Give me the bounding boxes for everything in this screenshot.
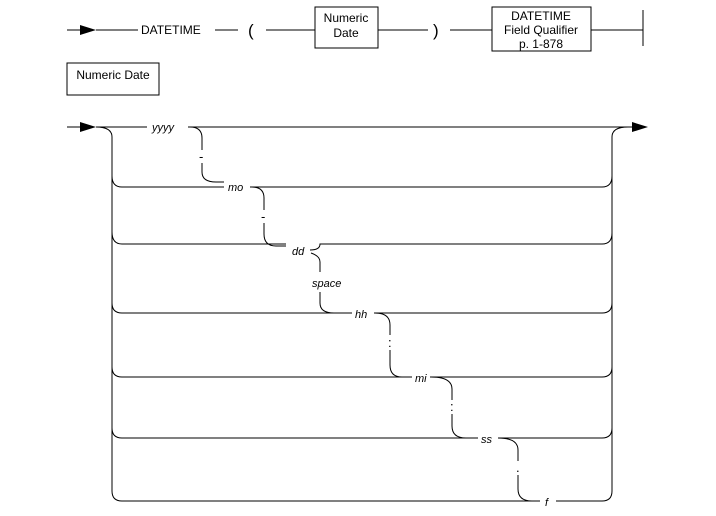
token-yyyy: yyyy xyxy=(151,122,176,134)
token-hh: hh xyxy=(355,309,367,321)
numeric-date-ref-line2: Date xyxy=(333,26,359,40)
separator-dash-1: - xyxy=(199,149,203,164)
token-ss: ss xyxy=(481,434,493,446)
datetime-syntax-line: DATETIME ( Numeric Date ) DATETIME Field… xyxy=(67,6,644,52)
open-paren: ( xyxy=(248,21,254,40)
start-arrow-icon xyxy=(80,25,96,35)
numeric-date-railroad: yyyy - mo - dd space hh : mi : ss . f xyxy=(67,122,648,509)
entry-arrow-icon xyxy=(80,122,96,132)
svg-text:Numeric Date: Numeric Date xyxy=(76,68,150,82)
separator-dot: . xyxy=(516,460,520,475)
qualifier-line1: DATETIME xyxy=(511,9,571,23)
token-mi: mi xyxy=(415,373,427,385)
numeric-date-segment-title: Numeric Date xyxy=(66,62,160,96)
separator-colon-2: : xyxy=(450,399,454,414)
qualifier-line2: Field Qualifier xyxy=(504,23,578,37)
qualifier-page-ref: p. 1-878 xyxy=(519,37,563,51)
separator-dash-2: - xyxy=(261,209,265,224)
datetime-field-qualifier-box[interactable]: DATETIME Field Qualifier p. 1-878 xyxy=(491,6,592,52)
separator-colon-1: : xyxy=(388,335,392,350)
token-dd: dd xyxy=(292,246,305,258)
exit-arrow-icon xyxy=(632,122,648,132)
token-f: f xyxy=(545,497,549,509)
token-mo: mo xyxy=(228,182,243,194)
token-space: space xyxy=(312,278,341,290)
close-paren: ) xyxy=(433,21,439,40)
datetime-keyword: DATETIME xyxy=(141,23,201,37)
numeric-date-reference-box[interactable]: Numeric Date xyxy=(314,6,379,49)
numeric-date-ref-line1: Numeric xyxy=(324,11,369,25)
